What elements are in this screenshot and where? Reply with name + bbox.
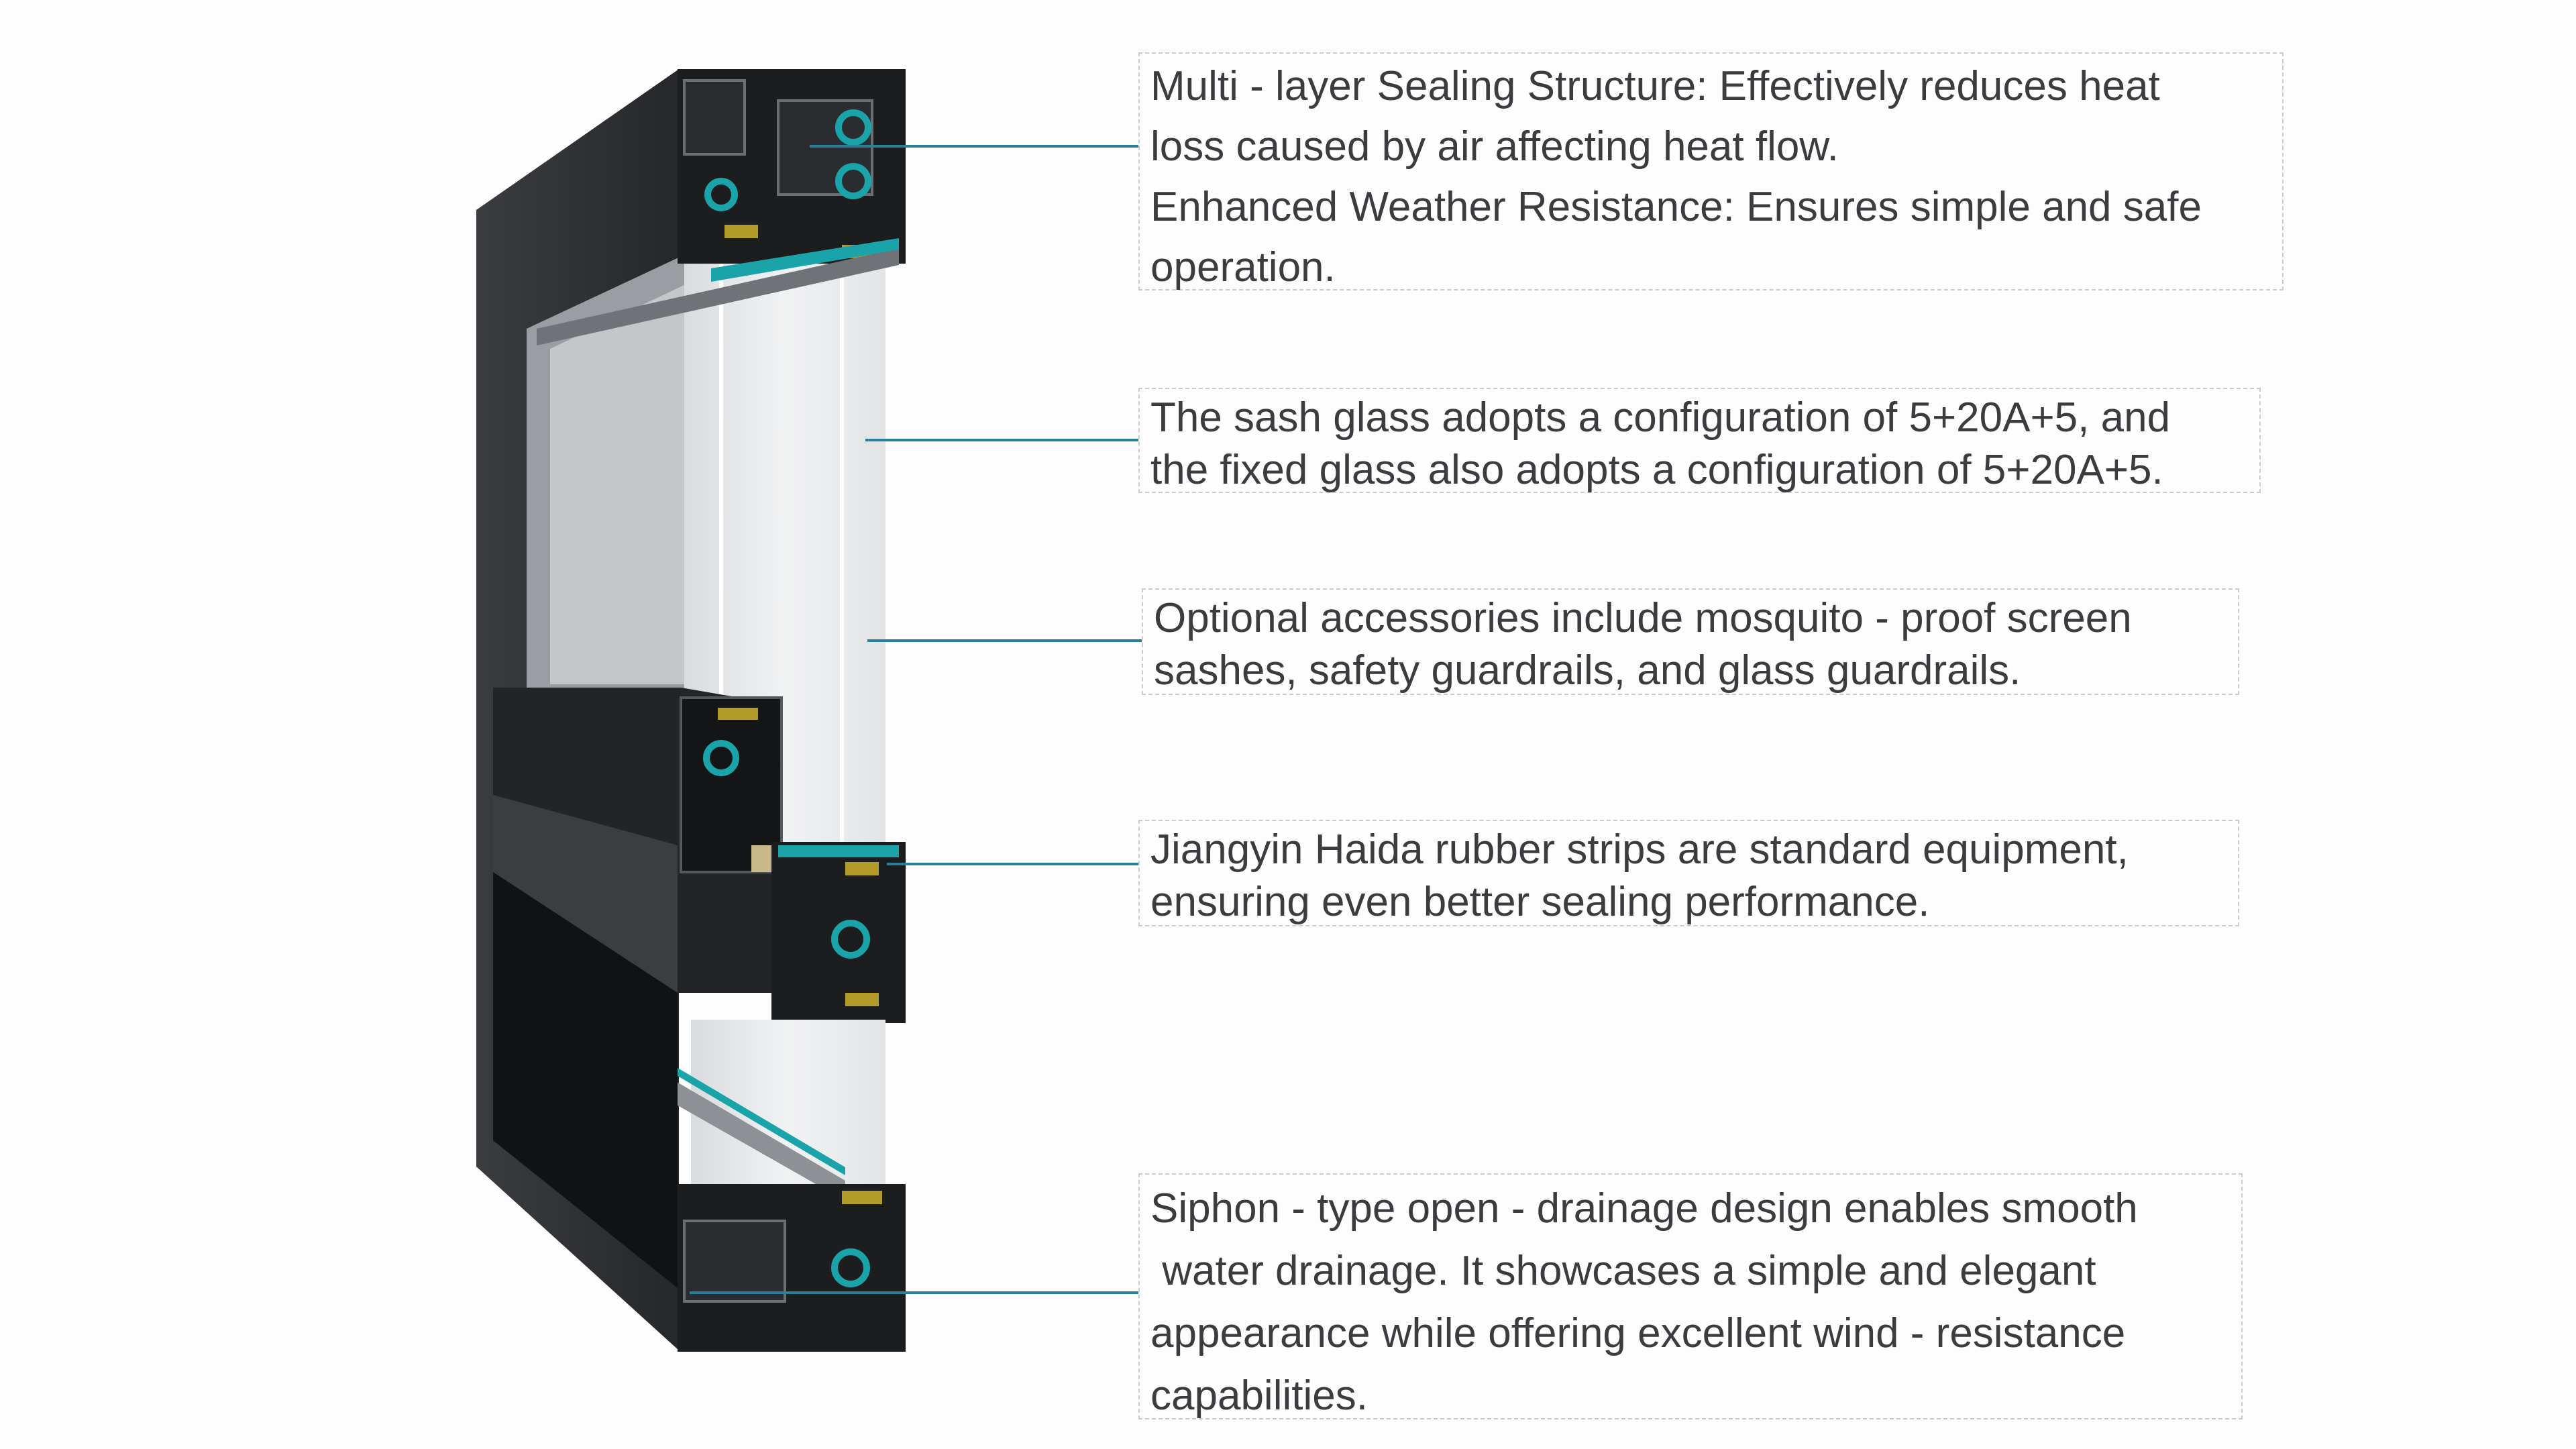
callout-line: operation.: [1150, 244, 1336, 290]
callout-drainage-design: Siphon - type open - drainage design ena…: [1138, 1173, 2243, 1419]
callout-line: Jiangyin Haida rubber strips are standar…: [1150, 826, 2129, 873]
callout-sealing-structure: Multi - layer Sealing Structure: Effecti…: [1138, 52, 2284, 290]
callout-line: appearance while offering excellent wind…: [1150, 1310, 2126, 1356]
callout-optional-accessories: Optional accessories include mosquito - …: [1142, 588, 2239, 695]
callout-line: sashes, safety guardrails, and glass gua…: [1154, 647, 2021, 694]
callout-line: capabilities.: [1150, 1373, 1368, 1419]
callout-line: The sash glass adopts a configuration of…: [1150, 394, 2171, 441]
gasket: [835, 109, 871, 146]
callout-rubber-strips: Jiangyin Haida rubber strips are standar…: [1138, 820, 2239, 926]
callout-line: ensuring even better sealing performance…: [1150, 879, 1930, 925]
callout-line: the fixed glass also adopts a configurat…: [1150, 447, 2163, 493]
callout-line: Optional accessories include mosquito - …: [1154, 595, 2132, 641]
callout-line: Multi - layer Sealing Structure: Effecti…: [1150, 63, 2160, 109]
callout-line: Enhanced Weather Resistance: Ensures sim…: [1150, 184, 2202, 230]
callout-line: loss caused by air affecting heat flow.: [1150, 123, 1839, 170]
callout-glass-configuration: The sash glass adopts a configuration of…: [1138, 388, 2261, 493]
callout-line: water drainage. It showcases a simple an…: [1150, 1248, 2096, 1294]
callout-line: Siphon - type open - drainage design ena…: [1150, 1185, 2138, 1232]
